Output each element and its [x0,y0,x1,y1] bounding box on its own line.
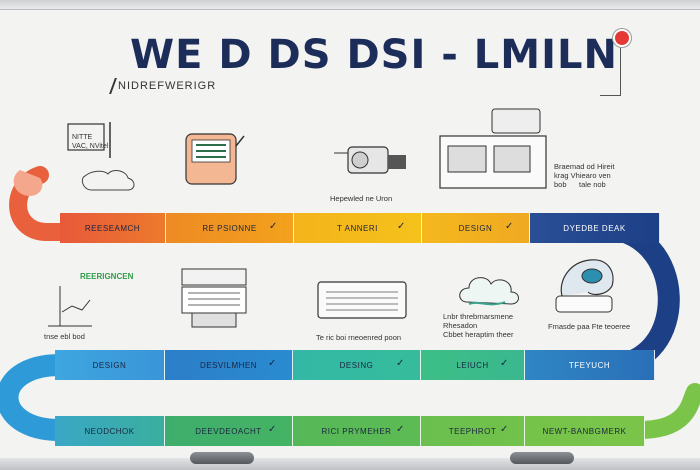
research-chart-icon [48,286,92,327]
row-2-step-3: DESING ✓ [293,350,421,380]
whiteboard-sketch-icon [67,122,135,191]
board-foot-right [510,452,574,464]
camera-device-icon [334,146,406,174]
row-1-step-4: DESIGN ✓ [422,213,530,243]
step-label: LEIUCH [456,360,489,370]
step-label: T ANNERI [337,223,378,233]
cloud-caption: Lnbr threbrnarsmene Rhesadon Cbbet herap… [443,312,514,339]
row-2-step-4: LEIUCH ✓ [421,350,525,380]
clipboard-checklist-icon [185,133,245,185]
robot-caption: Fmasde paa Fte teoeree [548,322,631,331]
check-icon: ✓ [397,221,406,232]
page-subtitle: NIDREFWERIGR [118,80,217,92]
air-conditioner-icon [317,281,407,319]
research-label: REERIGNCEN [80,272,134,281]
board-note-caption: NITTE VAC, NVitel [72,134,109,150]
row-3-step-3: RICI PRYMEHER ✓ [293,416,421,446]
pin-foot-line [600,95,621,96]
check-icon: ✓ [500,358,509,369]
row-1-step-5: DYEDBE DEAK [530,213,660,243]
row-3-step-1: NEODCHOK [55,416,165,446]
row-3-band: NEODCHOK DEEVDEOACHT ✓ RICI PRYMEHER ✓ T… [55,416,645,446]
board-frame-top [0,0,700,10]
step-label: DESIGN [92,360,127,370]
row-2-band: DESIGN DESVILMHEN ✓ DESING ✓ LEIUCH ✓ TF… [55,350,655,380]
check-icon: ✓ [396,424,405,435]
step-label: DYEDBE DEAK [563,223,626,233]
step-label: TFEYUCH [568,360,611,370]
step-label: DESING [339,360,374,370]
step-label: RE PSIONNE [202,223,257,233]
row-3-step-4: TEEPHROT ✓ [421,416,525,446]
board-frame-bottom [0,458,700,470]
row-1-step-3: T ANNERI ✓ [294,213,422,243]
monitor-workstation-icon [439,108,547,189]
step-label: RICI PRYMEHER [321,426,392,436]
printer-device-icon [181,268,247,328]
board-foot-left [190,452,254,464]
row-2-step-5: TFEYUCH [525,350,655,380]
robot-head-icon [555,259,614,313]
step-label: DESVILMHEN [199,360,257,370]
ac-unit-caption: Te ric boi rneoenred poon [316,333,402,342]
step-label: NEODCHOK [84,426,135,436]
check-icon: ✓ [396,358,405,369]
check-icon: ✓ [500,424,509,435]
check-icon: ✓ [505,221,514,232]
row-2-step-1: DESIGN [55,350,165,380]
page-title: WE D DS DSI - LMILN [130,32,618,78]
row-1-step-1: REESEAMCH [60,213,166,243]
step-label: NEWT-BANBGMERK [542,426,627,436]
step-label: REESEAMCH [84,223,141,233]
research-notes-caption: tnse ebl bod [44,332,85,341]
monitor-caption: Braemad od Hireit krag Vhiearo ven bob t… [554,162,615,189]
check-icon: ✓ [268,424,277,435]
check-icon: ✓ [268,358,277,369]
camera-caption: Hepewled ne Uron [330,194,393,203]
step-label: TEEPHROT [448,426,497,436]
check-icon: ✓ [269,221,278,232]
row-3-step-5: NEWT-BANBGMERK [525,416,645,446]
pin-line [620,45,621,95]
red-pin-icon [613,29,631,47]
step-label: DEEVDEOACHT [195,426,262,436]
row-1-step-2: RE PSIONNE ✓ [166,213,294,243]
row-3-step-2: DEEVDEOACHT ✓ [165,416,293,446]
row-2-step-2: DESVILMHEN ✓ [165,350,293,380]
row-1-band: REESEAMCH RE PSIONNE ✓ T ANNERI ✓ DESIGN… [60,213,700,243]
cloud-icon [459,277,519,306]
step-label: DESIGN [458,223,493,233]
